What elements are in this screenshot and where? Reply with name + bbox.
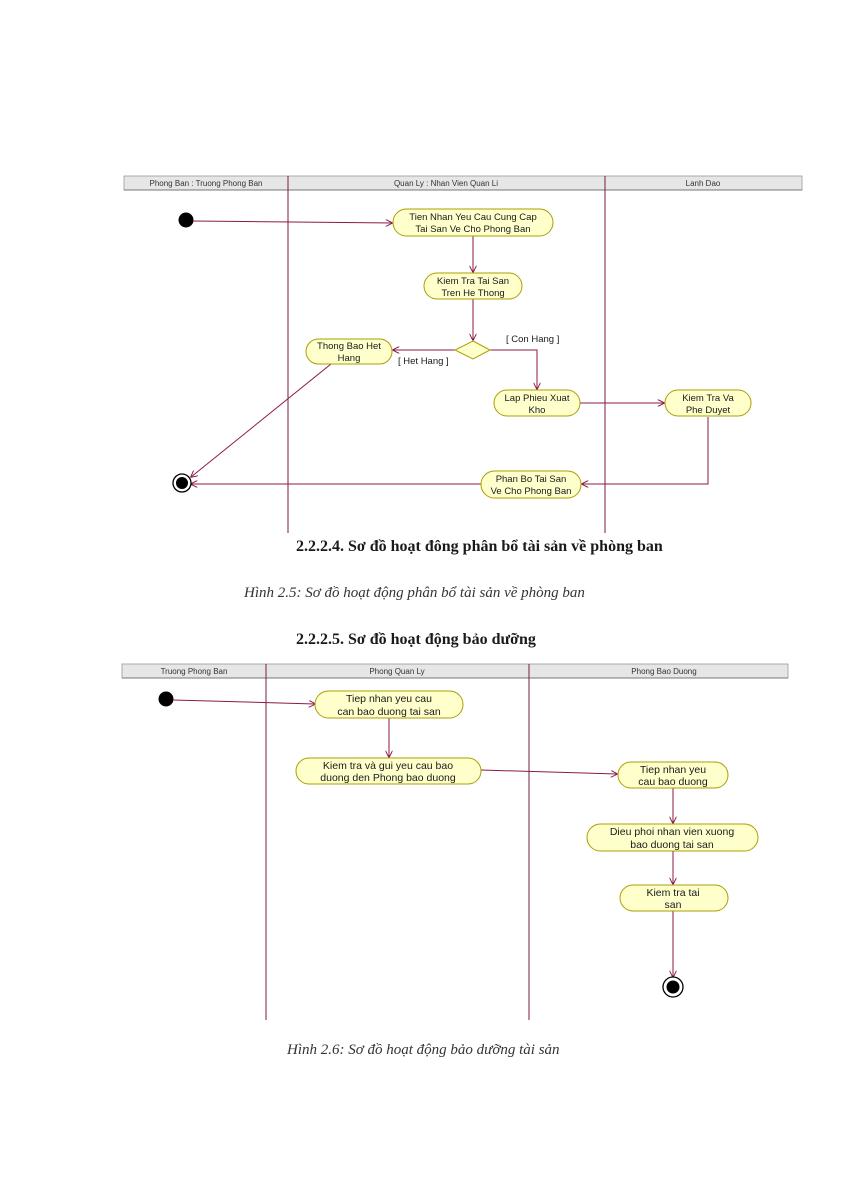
action-label: Phe Duyet bbox=[686, 405, 731, 416]
action-label: Hang bbox=[338, 353, 361, 364]
action-node bbox=[617, 761, 729, 789]
action-label: Kiem tra và gui yeu cau bao bbox=[323, 760, 453, 772]
action-node bbox=[480, 470, 582, 499]
action-node bbox=[586, 823, 759, 852]
action-label: Tiep nhan yeu cau bbox=[346, 693, 432, 705]
action-node bbox=[493, 389, 581, 417]
section-title: . Sơ đồ hoạt động bảo dưỡng bbox=[340, 631, 536, 648]
action-label: Kho bbox=[529, 405, 546, 416]
action-node bbox=[664, 389, 752, 417]
action-label: Thong Bao Het bbox=[317, 341, 381, 352]
activity-diagram-asset-allocation: Phong Ban : Truong Phong Ban Quan Ly : N… bbox=[123, 175, 803, 533]
figure-caption: Hình 2.6: Sơ đồ hoạt động bảo dưỡng tài … bbox=[287, 1042, 560, 1058]
action-label: san bbox=[665, 899, 682, 911]
swimlane-title: Quan Ly : Nhan Vien Quan Li bbox=[394, 179, 498, 188]
action-label: Kiem Tra Tai San bbox=[437, 276, 509, 287]
final-node bbox=[662, 976, 684, 998]
action-label: Tren He Thong bbox=[441, 288, 504, 299]
action-label: can bao duong tai san bbox=[337, 706, 440, 718]
action-node bbox=[392, 208, 554, 237]
action-node bbox=[305, 338, 393, 365]
action-node bbox=[314, 690, 464, 719]
final-node bbox=[172, 473, 192, 493]
decision-node bbox=[453, 340, 492, 360]
initial-node bbox=[178, 212, 194, 228]
action-label: Tiep nhan yeu bbox=[640, 764, 706, 776]
control-flow bbox=[172, 699, 315, 704]
control-flow bbox=[490, 349, 537, 389]
action-label: duong den Phong bao duong bbox=[320, 772, 456, 784]
swimlane-title: Phong Ban : Truong Phong Ban bbox=[150, 179, 263, 188]
action-label: Phan Bo Tai San bbox=[496, 474, 567, 485]
figure-caption: Hình 2.5: Sơ đồ hoạt động phân bổ tài sả… bbox=[244, 585, 585, 601]
initial-node bbox=[158, 691, 174, 707]
action-node bbox=[619, 884, 729, 912]
swimlane-title: Phong Quan Ly bbox=[369, 667, 424, 676]
section-number: 2.2.2.5 bbox=[296, 631, 340, 648]
control-flow bbox=[480, 769, 617, 774]
swimlane-title: Phong Bao Duong bbox=[631, 667, 696, 676]
section-title: . Sơ đồ hoạt đông phân bổ tài sản về phò… bbox=[340, 538, 663, 555]
action-node bbox=[423, 272, 523, 300]
action-label: Dieu phoi nhan vien xuong bbox=[610, 826, 735, 838]
guard-label: [ Het Hang ] bbox=[398, 356, 449, 367]
action-label: Tien Nhan Yeu Cau Cung Cap bbox=[409, 212, 536, 223]
action-label: Ve Cho Phong Ban bbox=[491, 486, 572, 497]
section-number: 2.2.2.4 bbox=[296, 538, 340, 555]
action-label: Tai San Ve Cho Phong Ban bbox=[415, 224, 530, 235]
swimlane-title: Lanh Dao bbox=[686, 179, 721, 188]
action-label: cau bao duong bbox=[638, 776, 708, 788]
action-label: Kiem tra tai bbox=[646, 887, 699, 899]
control-flow bbox=[191, 363, 332, 477]
action-label: Lap Phieu Xuat bbox=[505, 393, 570, 404]
action-label: Kiem Tra Va bbox=[682, 393, 734, 404]
section-heading: 2.2.2.4. Sơ đồ hoạt đông phân bổ tài sản… bbox=[296, 538, 663, 556]
control-flow bbox=[192, 221, 392, 223]
action-node bbox=[295, 757, 482, 785]
control-flow bbox=[582, 417, 709, 484]
swimlane-title: Truong Phong Ban bbox=[161, 667, 228, 676]
section-heading: 2.2.2.5. Sơ đồ hoạt động bảo dưỡng bbox=[296, 631, 536, 649]
action-label: bao duong tai san bbox=[630, 839, 714, 851]
activity-diagram-maintenance: Truong Phong Ban Phong Quan Ly Phong Bao… bbox=[121, 663, 789, 1020]
guard-label: [ Con Hang ] bbox=[506, 334, 559, 345]
